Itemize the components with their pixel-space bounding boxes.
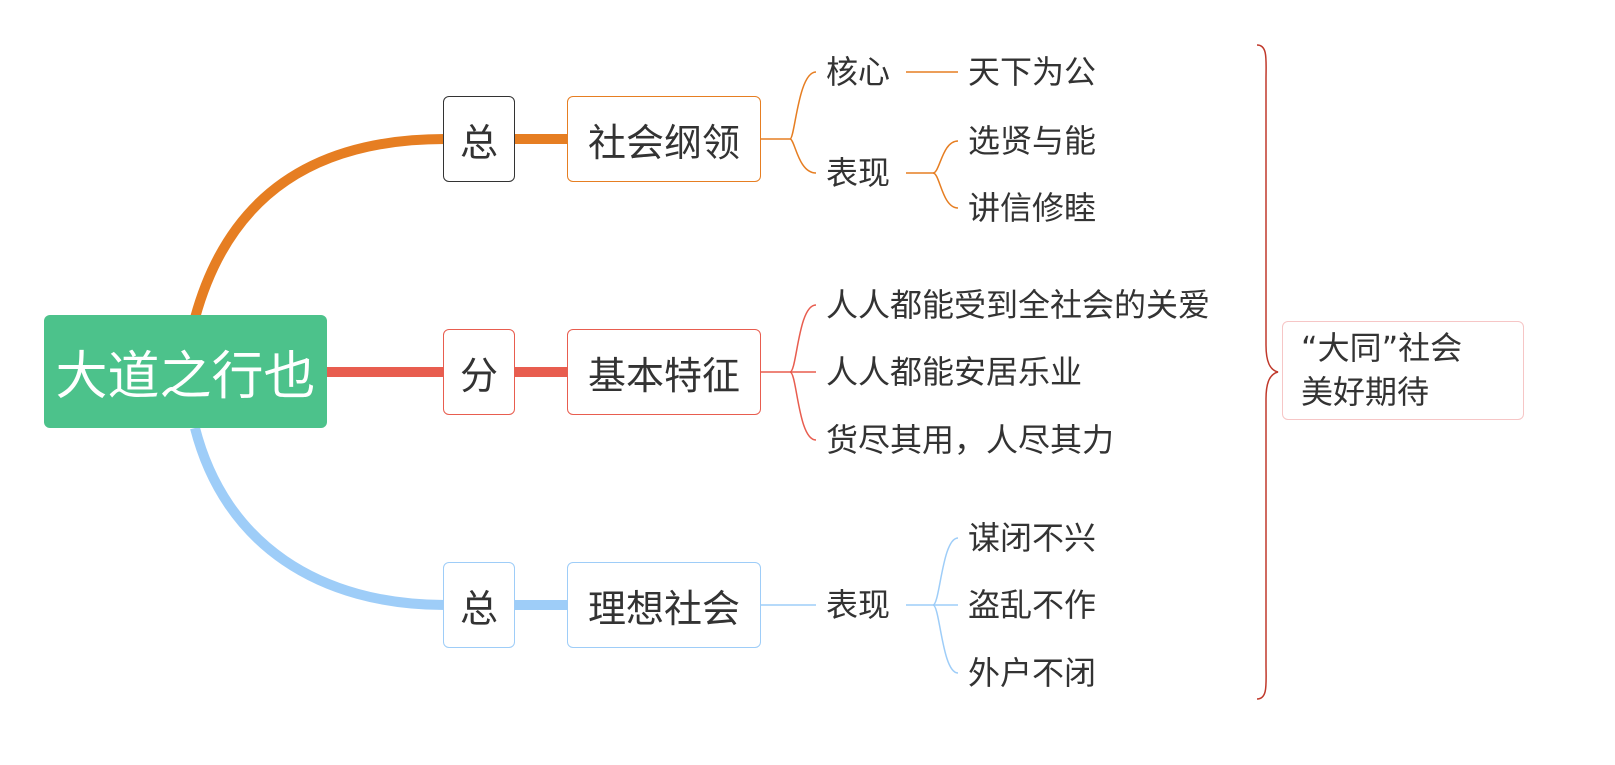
subtopic-manifestation-3[interactable]: 表现 xyxy=(826,586,891,624)
branch-node-basic-features[interactable]: 基本特征 xyxy=(567,329,761,415)
leaf-item[interactable]: 讲信修睦 xyxy=(968,189,1097,227)
summary-brace xyxy=(1256,44,1279,700)
summary-line-1: “大同”社会 xyxy=(1301,329,1463,367)
branch-node-ideal-society[interactable]: 理想社会 xyxy=(567,562,761,648)
branch-1-links xyxy=(761,71,959,209)
root-link-1 xyxy=(190,134,446,320)
tag-node-2[interactable]: 分 xyxy=(443,329,515,415)
leaf-item[interactable]: 选贤与能 xyxy=(968,122,1097,160)
leaf-item[interactable]: 人人都能安居乐业 xyxy=(826,353,1083,391)
leaf-item[interactable]: 天下为公 xyxy=(968,53,1097,91)
summary-node[interactable]: “大同”社会 美好期待 xyxy=(1282,321,1524,420)
tag-node-3[interactable]: 总 xyxy=(443,562,515,648)
root-node[interactable]: 大道之行也 xyxy=(44,315,327,428)
branch-3-links xyxy=(761,537,959,674)
summary-line-2: 美好期待 xyxy=(1301,373,1430,411)
leaf-item[interactable]: 外户不闭 xyxy=(968,654,1097,692)
subtopic-manifestation-1[interactable]: 表现 xyxy=(826,154,891,192)
branch-node-social-program[interactable]: 社会纲领 xyxy=(567,96,761,182)
leaf-item[interactable]: 谋闭不兴 xyxy=(968,519,1097,557)
root-link-3 xyxy=(190,426,446,610)
leaf-item[interactable]: 人人都能受到全社会的关爱 xyxy=(826,286,1211,324)
leaf-item[interactable]: 货尽其用，人尽其力 xyxy=(826,421,1115,459)
leaf-item[interactable]: 盗乱不作 xyxy=(968,586,1097,624)
branch-2-links xyxy=(761,304,817,441)
subtopic-core[interactable]: 核心 xyxy=(826,53,891,91)
tag-node-1[interactable]: 总 xyxy=(443,96,515,182)
